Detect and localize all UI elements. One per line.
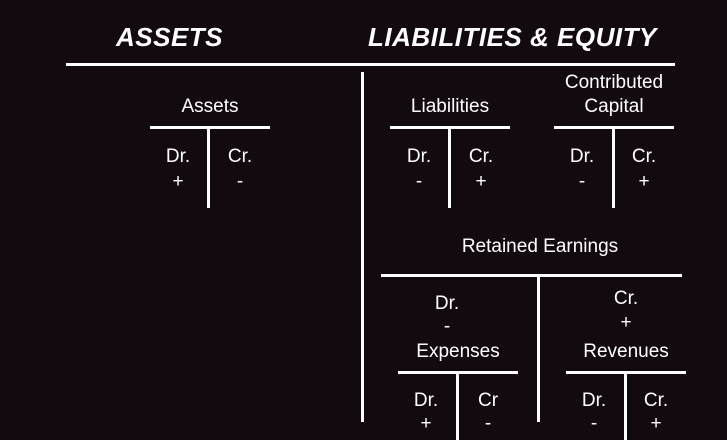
t-account-top-line [554,126,674,129]
main-header-rule [66,63,675,66]
credit-sign: - [484,413,492,434]
debit-label: Dr. [434,293,460,314]
account-title-expenses: Expenses [416,341,500,362]
debit-sign: + [172,171,184,192]
credit-sign: + [475,171,487,192]
t-account-top-line [566,371,686,374]
t-account-stem [456,373,459,440]
credit-sign: + [650,413,662,434]
credit-label: Cr. [227,146,253,167]
credit-label: Cr. [643,390,669,411]
debit-sign: - [415,171,423,192]
debit-label: Dr. [569,146,595,167]
account-title-assets: Assets [181,96,239,117]
debit-label: Dr. [165,146,191,167]
account-title-revenues: Revenues [583,341,669,362]
debit-label: Dr. [406,146,432,167]
credit-label: Cr. [613,288,639,309]
credit-sign: + [620,312,632,333]
t-account-stem [448,128,451,208]
credit-label: Cr [477,390,499,411]
account-title-retained-earnings: Retained Earnings [461,236,619,257]
debit-sign: - [590,413,598,434]
debit-label: Dr. [413,390,439,411]
t-account-stem [207,128,210,208]
debit-sign: - [443,316,451,337]
t-account-top-line [381,274,682,277]
credit-sign: - [236,171,244,192]
t-account-top-line [398,371,518,374]
account-title-liabilities: Liabilities [410,96,490,117]
account-title-contributed: Contributed [564,72,664,93]
debit-sign: - [578,171,586,192]
center-divider [361,72,364,422]
debit-label: Dr. [581,390,607,411]
t-account-stem [612,128,615,208]
credit-sign: + [638,171,650,192]
t-account-stem [624,373,627,440]
t-account-stem [537,276,540,422]
account-title-capital: Capital [584,96,644,117]
t-account-top-line [390,126,510,129]
credit-label: Cr. [468,146,494,167]
t-account-top-line [150,126,270,129]
debit-sign: + [420,413,432,434]
credit-label: Cr. [631,146,657,167]
assets-heading: ASSETS [116,22,224,52]
liabilities-equity-heading: LIABILITIES & EQUITY [368,22,657,52]
